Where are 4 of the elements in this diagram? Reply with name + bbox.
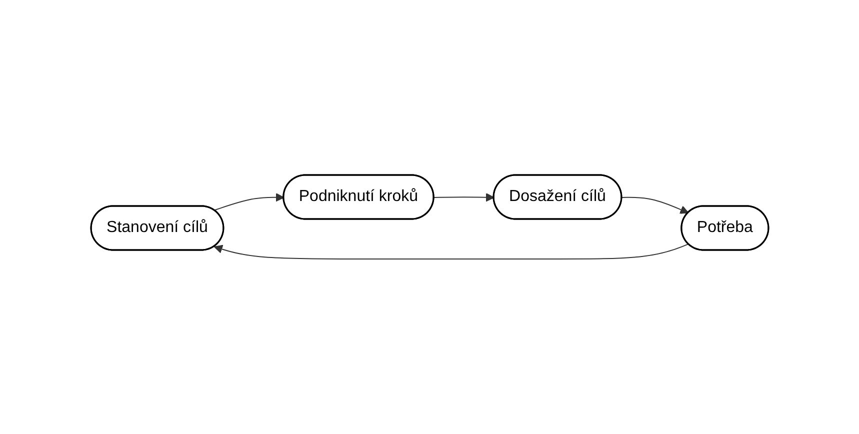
arrow [214, 244, 689, 260]
arrow [214, 192, 284, 211]
arrow [433, 192, 494, 202]
arrow [621, 196, 689, 214]
